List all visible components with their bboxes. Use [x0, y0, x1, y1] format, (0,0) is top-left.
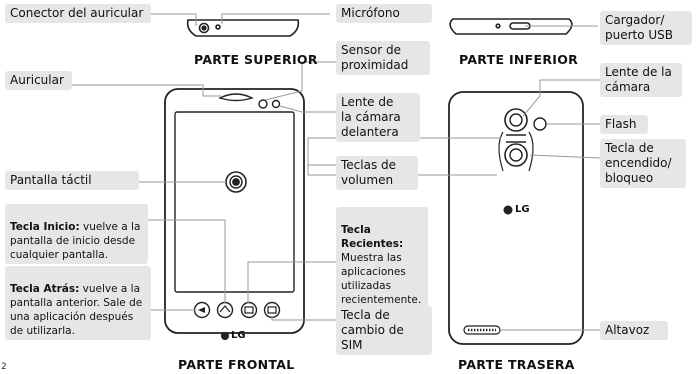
- label-speaker: Altavoz: [600, 321, 668, 340]
- label-rear-camera: Lente de la cámara: [600, 63, 682, 97]
- bottom-edge-view: [449, 18, 573, 35]
- label-recent-key: Tecla Recientes: Muestra las aplicacione…: [336, 207, 428, 309]
- label-power-key: Tecla de encendido/ bloqueo: [600, 139, 686, 188]
- label-home-key: Tecla Inicio: vuelve a la pantalla de in…: [5, 204, 148, 264]
- caption-front: PARTE FRONTAL: [178, 357, 295, 372]
- label-headset-jack: Conector del auricular: [5, 4, 151, 23]
- front-logo: LG: [231, 330, 246, 341]
- label-flash: Flash: [600, 115, 648, 134]
- label-proximity-sensor: Sensor de proximidad: [336, 41, 430, 75]
- recent-key-description: Muestra las aplicaciones utilizadas reci…: [341, 252, 422, 306]
- caption-back: PARTE TRASERA: [458, 357, 575, 372]
- label-earpiece: Auricular: [5, 71, 72, 90]
- back-phone: [448, 91, 584, 345]
- label-volume-keys: Teclas de volumen: [336, 156, 418, 190]
- front-phone: [164, 88, 305, 340]
- home-key-title: Tecla Inicio:: [10, 221, 80, 233]
- label-front-camera: Lente de la cámara delantera: [336, 93, 420, 142]
- back-key-title: Tecla Atrás:: [10, 283, 80, 295]
- caption-top: PARTE SUPERIOR: [194, 52, 318, 67]
- label-microphone: Micrófono: [336, 4, 432, 23]
- top-edge-view: [186, 19, 300, 37]
- home-key-description: vuelve a la pantalla de inicio desde cua…: [10, 221, 141, 261]
- recent-key-title: Tecla Recientes:: [341, 224, 404, 250]
- back-logo: LG: [515, 204, 530, 215]
- page-number: 2: [1, 362, 7, 372]
- label-charger-usb: Cargador/ puerto USB: [600, 11, 692, 45]
- label-back-key: Tecla Atrás: vuelve a la pantalla anteri…: [5, 266, 151, 340]
- back-key-description: vuelve a la pantalla anterior. Sale de u…: [10, 283, 143, 337]
- label-sim-key: Tecla de cambio de SIM: [336, 306, 432, 355]
- caption-bottom: PARTE INFERIOR: [459, 52, 579, 67]
- label-touch-screen: Pantalla táctil: [5, 171, 139, 190]
